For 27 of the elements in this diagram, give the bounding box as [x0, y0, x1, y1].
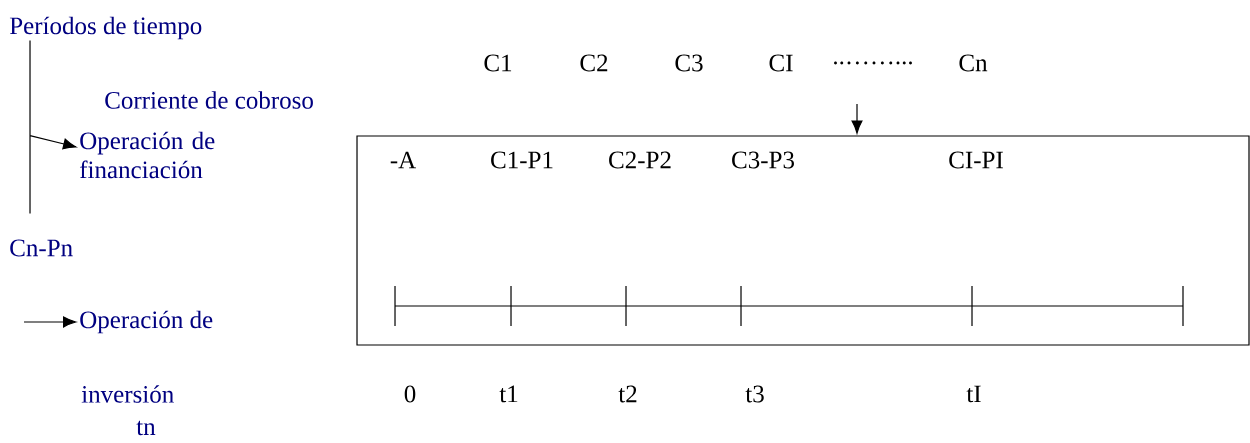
text-label: tI [966, 385, 981, 403]
text-label: tn [136, 420, 156, 436]
text-label: C3-P3 [732, 151, 794, 169]
text-label: t1 [499, 385, 518, 403]
text-label: Cn-Pn [10, 239, 73, 257]
arrow [23, 316, 77, 328]
text-label: inversión [81, 385, 174, 403]
text-label: -A [390, 151, 416, 169]
text-label: Operación de financiación [80, 131, 215, 179]
arrow [29, 39, 77, 215]
arrow [851, 103, 863, 134]
text-label: Cn [959, 54, 988, 72]
text-label: C2-P2 [609, 151, 671, 169]
text-label: C3 [675, 54, 703, 72]
text-label: ..……... [834, 61, 912, 65]
text-label: C1 [484, 54, 512, 72]
text-label: Corriente de cobroso [105, 91, 313, 109]
text-label: 0 [404, 385, 416, 403]
text-label: C1-P1 [491, 151, 553, 169]
text-label: Operación de [80, 310, 213, 334]
frame-box [356, 135, 1250, 346]
text-label: C2 [580, 54, 608, 72]
text-label: CI [769, 54, 793, 72]
text-label: CI-PI [949, 151, 1003, 169]
text-label: t3 [745, 385, 764, 403]
text-label: t2 [618, 385, 637, 403]
text-label: Períodos de tiempo [9, 16, 202, 40]
